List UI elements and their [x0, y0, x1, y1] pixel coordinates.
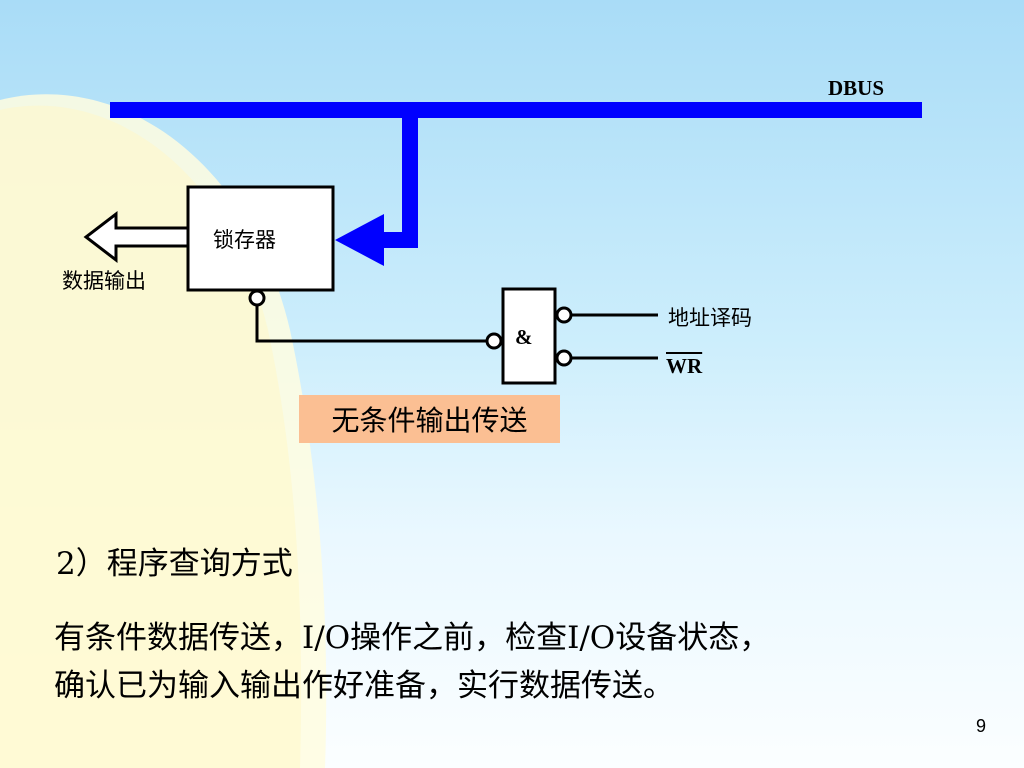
- bus-drop: [402, 110, 418, 248]
- gate-input-bubble-wr: [555, 349, 573, 367]
- data-output-arrow: [83, 210, 190, 264]
- enable-wire: [255, 305, 486, 343]
- data-bus: [110, 102, 922, 118]
- body-text-line-1: 有条件数据传送，I/O操作之前，检查I/O设备状态，: [54, 620, 771, 656]
- caption-box: 无条件输出传送: [299, 395, 560, 443]
- data-output-label: 数据输出: [62, 269, 146, 293]
- latch-label: 锁存器: [213, 228, 276, 252]
- gate-output-bubble: [485, 332, 503, 350]
- latch-enable-bubble: [248, 289, 266, 307]
- bus-input-arrow: [335, 214, 384, 266]
- and-gate: [501, 287, 557, 385]
- section-title: 2）程序查询方式: [56, 546, 293, 582]
- address-decode-label: 地址译码: [668, 306, 752, 330]
- body-text-line-2: 确认已为输入输出作好准备，实行数据传送。: [54, 668, 674, 704]
- write-signal-label: WR: [666, 354, 703, 378]
- gate-symbol: &: [515, 325, 533, 349]
- bus-label: DBUS: [828, 76, 885, 100]
- gate-input-bubble-addr: [555, 306, 573, 324]
- page-number: 9: [976, 716, 987, 736]
